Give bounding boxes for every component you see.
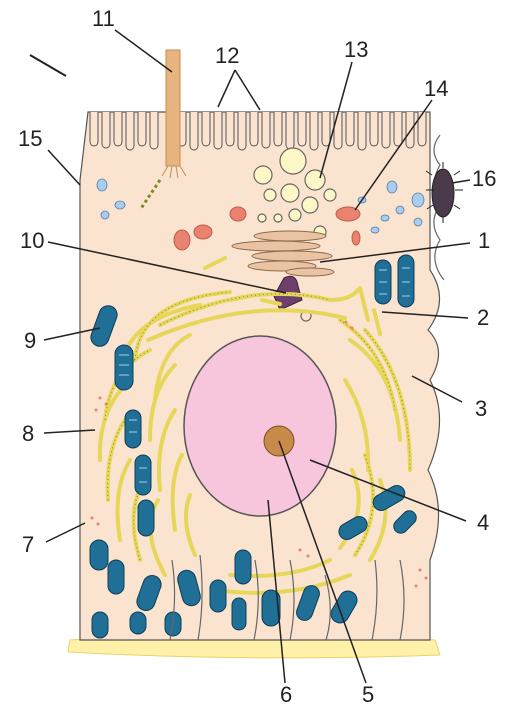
label-2: 2 (477, 307, 489, 329)
label-9: 9 (24, 330, 36, 352)
label-14: 14 (424, 78, 448, 100)
label-8: 8 (22, 423, 34, 445)
decorative-line (30, 55, 66, 76)
label-13: 13 (344, 39, 368, 61)
label-10: 10 (20, 230, 44, 252)
label-5: 5 (362, 684, 374, 706)
cilia-tuft (432, 169, 454, 217)
label-12: 12 (215, 45, 239, 67)
label-7: 7 (22, 534, 34, 556)
label-16: 16 (472, 168, 496, 190)
label-1: 1 (478, 230, 490, 252)
nucleus (184, 336, 336, 516)
label-4: 4 (477, 512, 489, 534)
label-3: 3 (475, 398, 487, 420)
label-15: 15 (18, 128, 42, 150)
label-11: 11 (92, 8, 115, 30)
label-6: 6 (280, 684, 292, 706)
